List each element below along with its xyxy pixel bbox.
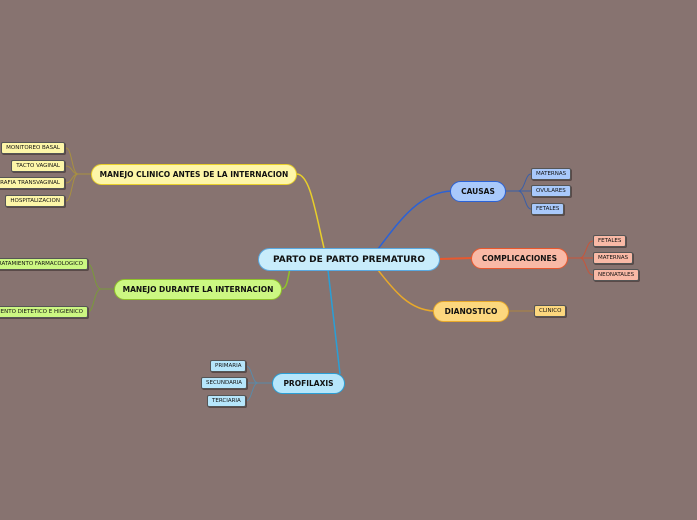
leaf-tratamiento-farmacologico[interactable]: TRATAMIENTO FARMACOLOGICO <box>0 258 88 270</box>
leaf-diagnostico-clinico[interactable]: CLINICO <box>534 305 567 317</box>
node-manejo-durante[interactable]: MANEJO DURANTE LA INTERNACION <box>114 279 282 300</box>
leaf-profilaxis-primaria[interactable]: PRIMARIA <box>210 360 247 372</box>
leaf-tacto-vaginal[interactable]: TACTO VAGINAL <box>11 160 65 172</box>
node-diagnostico[interactable]: DIANOSTICO <box>433 301 509 322</box>
leaf-complicaciones-neonatales[interactable]: NEONATALES <box>593 269 640 281</box>
leaf-profilaxis-terciaria[interactable]: TERCIARIA <box>207 395 246 407</box>
connector-profilaxis <box>327 269 341 375</box>
leaf-causas-fetales[interactable]: FETALES <box>531 203 565 215</box>
leaf-tratamiento-dietetico[interactable]: TRATAMIENTO DIETETICO E HIGIENICO <box>0 306 88 318</box>
leaf-profilaxis-secundaria[interactable]: SECUNDARIA <box>201 377 248 389</box>
connector-complicaciones <box>439 257 473 260</box>
connector-antes <box>296 173 325 249</box>
leaf-monitoreo-basal[interactable]: MONITOREO BASAL <box>1 142 65 154</box>
leaf-ecografia-transvaginal[interactable]: ECOGRAFIA TRANSVAGINAL <box>0 177 65 189</box>
connector-diagnostico <box>377 269 435 312</box>
leaf-causas-ovulares[interactable]: OVULARES <box>531 185 571 197</box>
leaf-complicaciones-maternas[interactable]: MATERNAS <box>593 252 634 264</box>
node-causas[interactable]: CAUSAS <box>450 181 506 202</box>
connector-causas <box>377 190 453 250</box>
leaf-hospitalizacion[interactable]: HOSPITALIZACION <box>5 195 65 207</box>
leaf-causas-maternas[interactable]: MATERNAS <box>531 168 572 180</box>
node-complicaciones[interactable]: COMPLICACIONES <box>471 248 568 269</box>
node-profilaxis[interactable]: PROFILAXIS <box>272 373 345 394</box>
node-manejo-antes[interactable]: MANEJO CLINICO ANTES DE LA INTERNACION <box>91 164 297 185</box>
root-node[interactable]: PARTO DE PARTO PREMATURO <box>258 248 440 271</box>
leaf-complicaciones-fetales[interactable]: FETALES <box>593 235 627 247</box>
